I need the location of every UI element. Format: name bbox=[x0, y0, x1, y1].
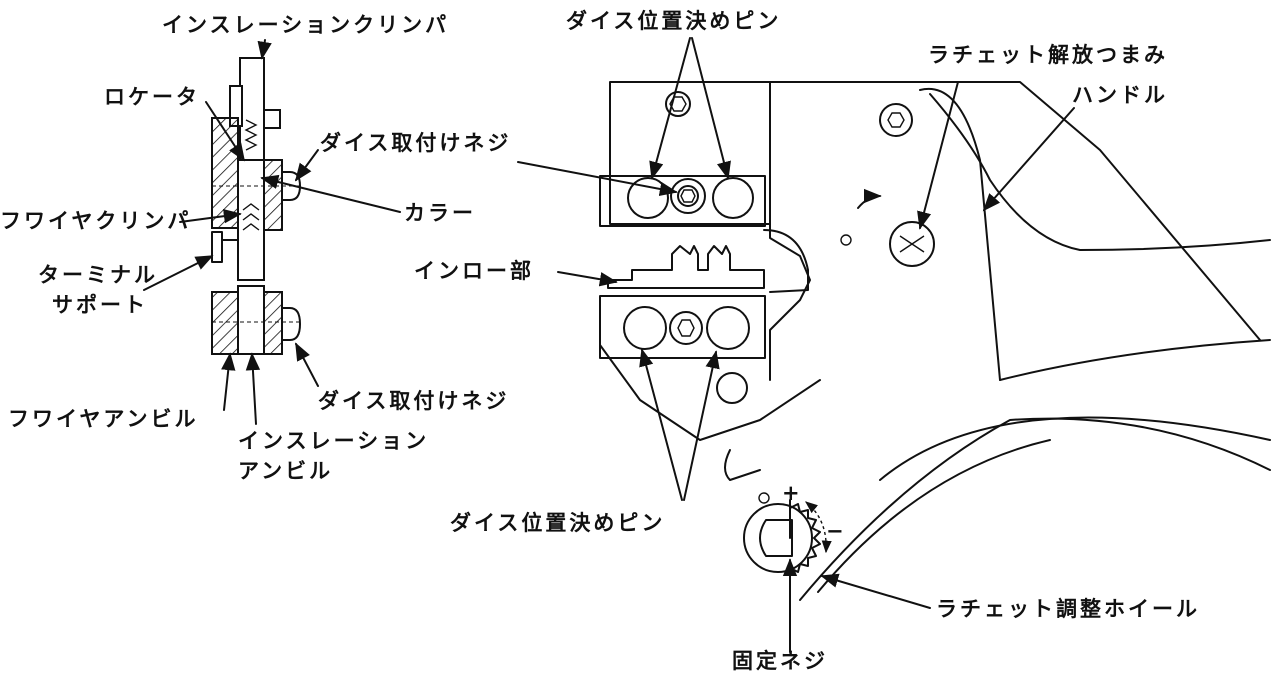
rotation-arrow bbox=[857, 188, 882, 209]
die-screw-bottom-part bbox=[281, 307, 302, 341]
label-minus: − bbox=[826, 519, 847, 543]
locating-pin-lower-right bbox=[706, 306, 750, 350]
label-wire-crimper: フワイヤクリンパ bbox=[0, 209, 191, 233]
terminal-support-part bbox=[211, 231, 239, 263]
label-locator: ロケータ bbox=[104, 85, 200, 109]
lower-die-frame bbox=[599, 299, 821, 441]
label-inlay-part: インロー部 bbox=[414, 259, 534, 283]
lower-handle-top bbox=[879, 416, 1271, 481]
ratchet-hub bbox=[743, 503, 813, 573]
hex-socket-lower bbox=[677, 319, 695, 337]
label-insulation-crimper: インスレーションクリンパ bbox=[162, 13, 449, 37]
label-insulation-anvil-line2: アンビル bbox=[238, 459, 333, 483]
right-leaders bbox=[517, 37, 1075, 653]
die-body-hatched bbox=[211, 117, 239, 229]
collar-plate bbox=[263, 159, 283, 231]
small-hole bbox=[840, 234, 852, 246]
label-ratchet-wheel: ラチェット調整ホイール bbox=[936, 597, 1200, 621]
hub-slot bbox=[759, 519, 793, 557]
frame-left-edge bbox=[769, 81, 811, 381]
jaw-tail bbox=[724, 449, 761, 481]
wire-crimper-part bbox=[237, 159, 265, 281]
handle-upper bbox=[929, 93, 1271, 251]
wheel-dot bbox=[758, 492, 770, 504]
inlay-side bbox=[763, 229, 809, 293]
left-leaders bbox=[143, 39, 401, 425]
label-insulation-anvil-line1: インスレーション bbox=[238, 429, 429, 453]
insulation-crimper-part bbox=[239, 57, 265, 169]
spring-marks bbox=[244, 119, 258, 151]
upper-die-insert bbox=[599, 175, 766, 227]
locating-pin-upper-right bbox=[712, 177, 754, 219]
lower-die-block bbox=[599, 295, 766, 359]
frame-top-edge bbox=[769, 81, 1261, 341]
label-terminal-support-line1: ターミナル bbox=[38, 263, 158, 287]
label-die-screw-top: ダイス取付けネジ bbox=[320, 131, 511, 155]
lower-handle-curve bbox=[817, 439, 1051, 593]
wire-anvil-part bbox=[211, 291, 239, 355]
insulation-anvil-part bbox=[237, 285, 265, 355]
label-die-screw-bottom: ダイス取付けネジ bbox=[318, 389, 509, 413]
frame-screw bbox=[879, 103, 913, 137]
label-terminal-support-line2: サポート bbox=[52, 293, 148, 317]
label-locating-pins-bottom: ダイス位置決めピン bbox=[450, 511, 665, 535]
hex-screw-top bbox=[665, 91, 691, 117]
label-wire-anvil: フワイヤアンビル bbox=[8, 407, 199, 431]
handle-outline-left bbox=[919, 87, 1001, 381]
crimper-notch bbox=[263, 109, 281, 129]
ratchet-release-knob bbox=[889, 221, 935, 267]
anvil-plate bbox=[263, 291, 283, 355]
collar-inner bbox=[677, 185, 699, 207]
upper-die-block bbox=[609, 81, 771, 225]
handle-outline-lower bbox=[999, 339, 1271, 381]
hex-screw-lower bbox=[669, 311, 703, 345]
label-ratchet-release: ラチェット解放つまみ bbox=[928, 43, 1168, 67]
locating-pin-upper-left bbox=[627, 177, 669, 219]
lower-handle-inner bbox=[799, 417, 1271, 601]
pivot-hole bbox=[716, 372, 748, 404]
label-plus: + bbox=[782, 481, 803, 505]
knob-grip bbox=[899, 235, 925, 253]
label-locating-pins-top: ダイス位置決めピン bbox=[566, 9, 781, 33]
label-fixing-screw: 固定ネジ bbox=[732, 649, 828, 673]
crimp-chevrons bbox=[242, 203, 260, 231]
side-section bbox=[211, 57, 302, 355]
inlay-profile bbox=[607, 245, 765, 289]
adjust-arc bbox=[805, 501, 832, 554]
label-collar: カラー bbox=[404, 201, 476, 225]
label-handle: ハンドル bbox=[1072, 83, 1168, 107]
frame-screw-hex bbox=[887, 112, 905, 128]
hex-socket-collar bbox=[680, 189, 696, 203]
collar-ring bbox=[670, 178, 706, 214]
ratchet-teeth bbox=[789, 503, 821, 573]
locating-pin-lower-left bbox=[623, 306, 667, 350]
tool-head bbox=[599, 81, 1271, 601]
labels: インスレーションクリンパ ロケータ ダイス取付けネジ カラー フワイヤクリンパ … bbox=[0, 9, 1200, 673]
